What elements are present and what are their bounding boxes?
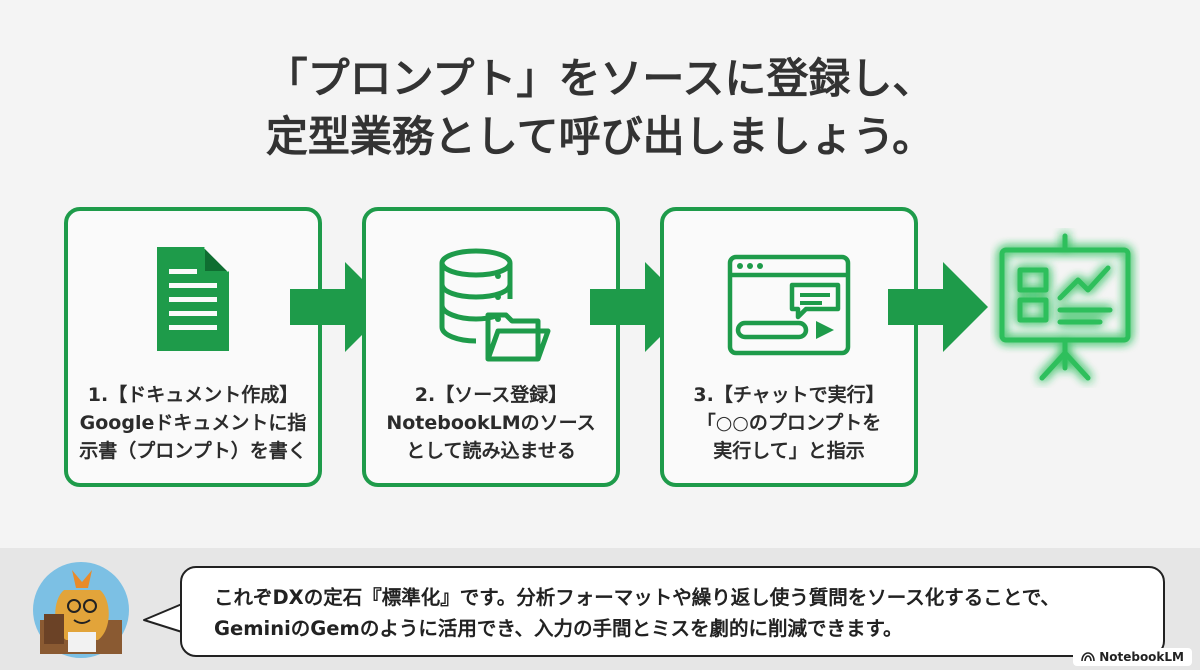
presentation-chart-icon [999, 233, 1131, 381]
step-2-line-2: NotebookLMのソース [386, 412, 596, 434]
step-card-3: 3.【チャットで実行】 「○○のプロンプトを 実行して」と指示 [660, 207, 918, 487]
arrow-right-icon [888, 262, 988, 352]
step-card-2: 2.【ソース登録】 NotebookLMのソース として読み込ませる [362, 207, 620, 487]
page-title: 「プロンプト」をソースに登録し、 定型業務として呼び出しましょう。 [0, 50, 1200, 166]
title-line-2: 定型業務として呼び出しましょう。 [265, 112, 935, 161]
brand-name: NotebookLM [1099, 650, 1184, 664]
step-3-line-2: 「○○のプロンプトを [696, 412, 882, 434]
bubble-line-2: GeminiのGemのように活用でき、入力の手間とミスを劇的に削減できます。 [214, 617, 903, 640]
chat-window-icon [727, 254, 851, 356]
bubble-line-1: これぞDXの定石『標準化』です。分析フォーマットや繰り返し使う質問をソース化する… [214, 586, 1060, 609]
step-1-line-2: Googleドキュメントに指 [79, 412, 307, 434]
step-card-1: 1.【ドキュメント作成】 Googleドキュメントに指 示書（プロンプト）を書く [64, 207, 322, 487]
step-2-line-3: として読み込ませる [406, 440, 576, 462]
step-1-heading: 1.【ドキュメント作成】 [87, 384, 299, 406]
speech-bubble: これぞDXの定石『標準化』です。分析フォーマットや繰り返し使う質問をソース化する… [180, 566, 1165, 657]
document-icon [157, 245, 231, 351]
database-folder-icon [439, 248, 551, 362]
step-2-heading: 2.【ソース登録】 [414, 384, 568, 406]
step-3-heading: 3.【チャットで実行】 [693, 384, 885, 406]
avatar [33, 562, 129, 658]
title-line-1: 「プロンプト」をソースに登録し、 [265, 54, 935, 103]
brand-badge: NotebookLM [1073, 648, 1192, 666]
step-1-line-3: 示書（プロンプト）を書く [79, 440, 307, 462]
notebooklm-logo-icon [1081, 652, 1095, 662]
step-3-line-3: 実行して」と指示 [713, 440, 865, 462]
